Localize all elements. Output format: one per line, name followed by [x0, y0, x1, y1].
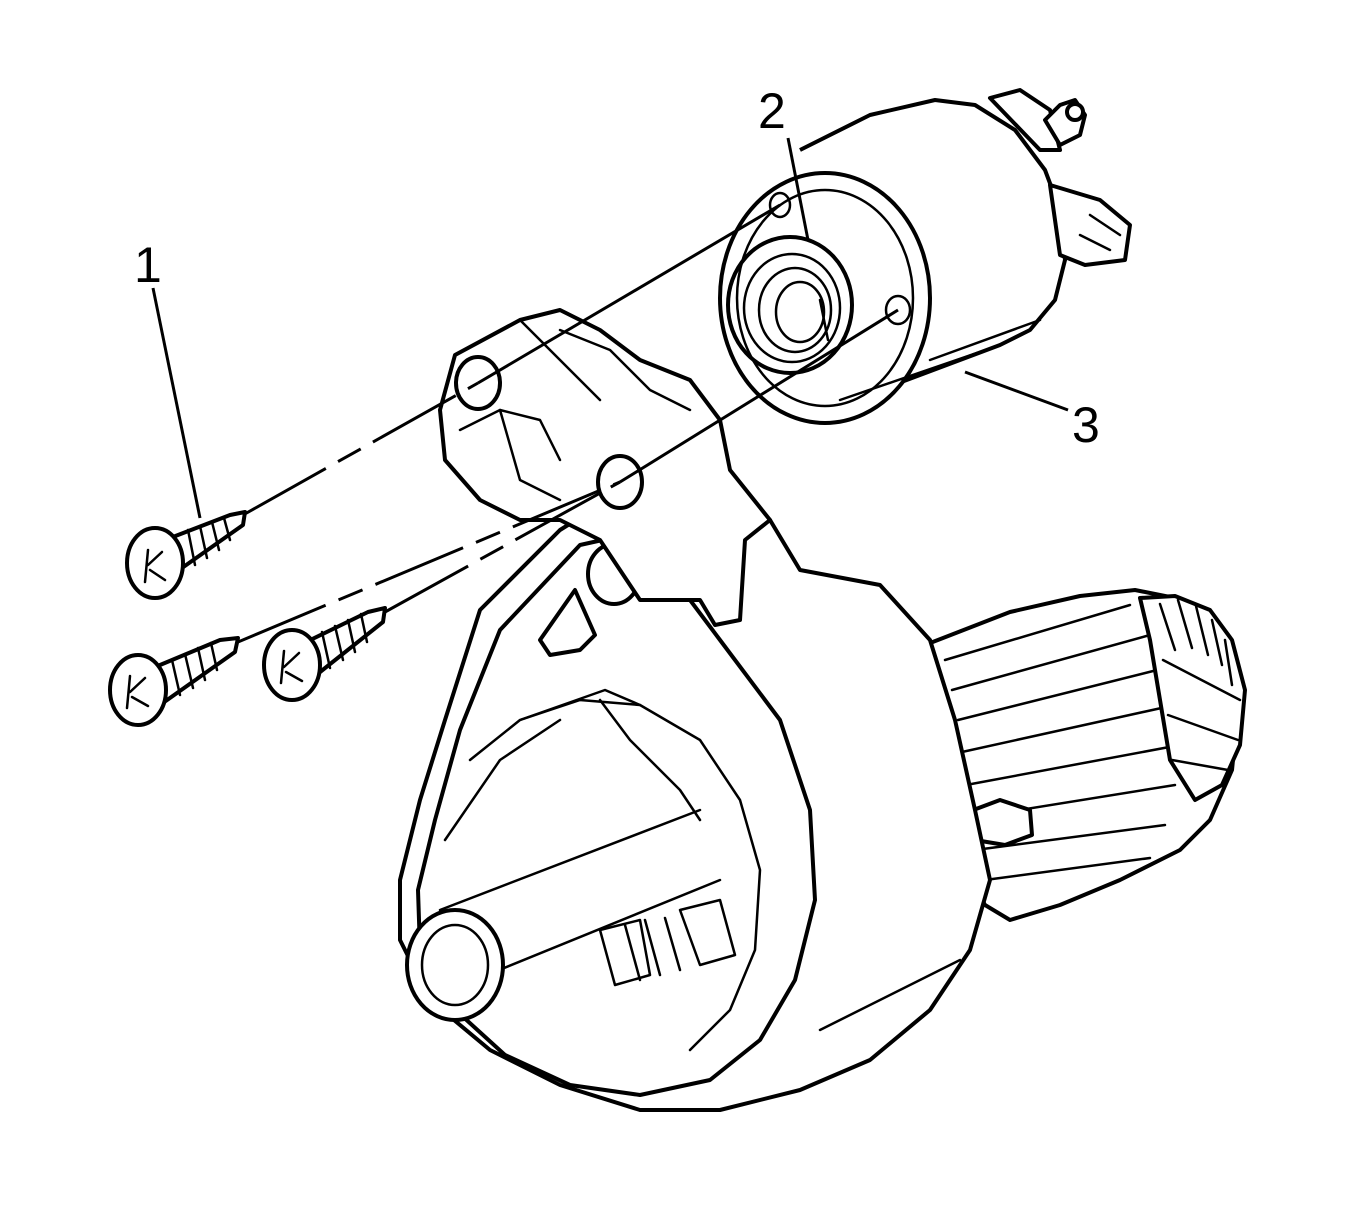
- starter-motor: [398, 308, 1247, 1112]
- drive-end-housing: [398, 468, 992, 1112]
- plunger-spring: [726, 235, 854, 375]
- solenoid: [718, 88, 1132, 425]
- callout-2: 2: [758, 83, 786, 139]
- screw-upper: [125, 510, 247, 600]
- callout-1: 1: [134, 237, 162, 293]
- callout-leaders: [151, 137, 1069, 519]
- callout-labels: 1 2 3: [134, 83, 1100, 453]
- callout-3: 3: [1072, 397, 1100, 453]
- screw-lower-left: [108, 636, 240, 727]
- screw-lower-right: [262, 606, 387, 702]
- screws: [108, 510, 387, 727]
- alignment-lines: [237, 203, 899, 644]
- armature-housing: [923, 588, 1247, 922]
